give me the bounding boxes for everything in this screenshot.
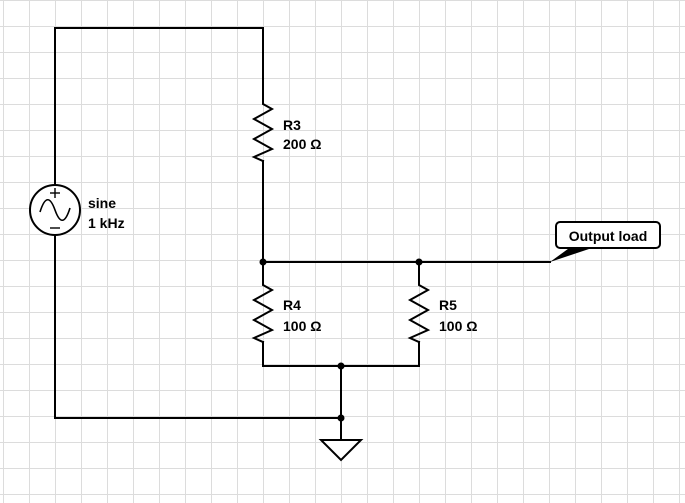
source-frequency-label: 1 kHz — [88, 215, 125, 231]
net-label-pointer — [550, 246, 598, 262]
junction-dot — [259, 258, 267, 266]
junctions — [259, 258, 423, 422]
junction-dot — [415, 258, 423, 266]
net-label-box — [555, 221, 661, 249]
junction-dot — [337, 362, 345, 370]
r4-value-label: 100 Ω — [283, 318, 321, 334]
junction-dot — [337, 414, 345, 422]
resistor-r5[interactable] — [407, 281, 431, 344]
r5-name-label: R5 — [439, 297, 457, 313]
sine-source[interactable] — [29, 184, 81, 236]
ground-icon[interactable] — [318, 439, 364, 462]
sine-wave-icon — [39, 198, 71, 222]
net-label-output-load[interactable]: Output load — [550, 221, 661, 262]
r3-value-label: 200 Ω — [283, 136, 321, 152]
resistor-r3[interactable] — [251, 100, 275, 163]
r5-value-label: 100 Ω — [439, 318, 477, 334]
wire-source-bottom — [54, 235, 342, 419]
net-label-text: Output load — [569, 228, 648, 244]
r3-name-label: R3 — [283, 117, 301, 133]
source-type-label: sine — [88, 195, 116, 211]
resistor-r4[interactable] — [251, 281, 275, 344]
wire-source-top — [54, 27, 264, 185]
r4-name-label: R4 — [283, 297, 301, 313]
wires — [54, 27, 551, 441]
